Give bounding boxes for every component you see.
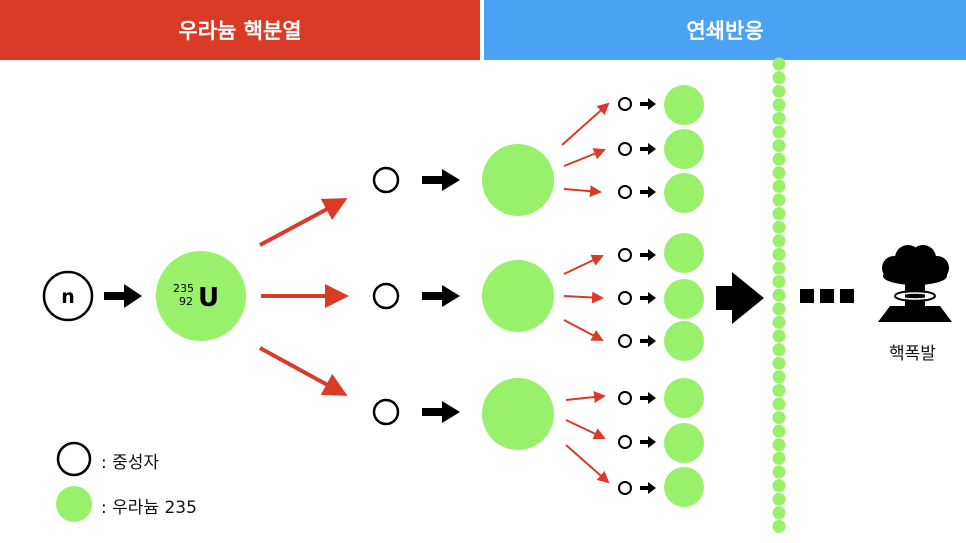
legend-neutron-icon	[56, 441, 92, 477]
chain-nucleus	[772, 506, 786, 520]
legend-neutron-label: : 중성자	[101, 453, 160, 473]
chain-nucleus	[772, 302, 786, 316]
chain-nucleus	[772, 71, 786, 85]
red-arrow-up	[259, 198, 348, 247]
chain-nucleus	[772, 207, 786, 221]
chain-nucleus	[772, 152, 786, 166]
chain-nucleus	[772, 111, 786, 125]
incoming-neutron	[42, 270, 94, 322]
chain-nucleus	[772, 247, 786, 261]
chain-nucleus	[772, 139, 786, 153]
chain-nucleus	[772, 356, 786, 370]
mushroom-cloud-icon	[878, 245, 952, 322]
chain-nucleus	[772, 438, 786, 452]
chain-nucleus	[772, 288, 786, 302]
chain-column	[772, 57, 786, 533]
chain-nucleus	[772, 424, 786, 438]
neutron	[372, 398, 400, 426]
chain-nucleus	[772, 261, 786, 275]
small-red-arrows	[561, 102, 610, 484]
chain-nucleus	[772, 220, 786, 234]
chain-nucleus	[772, 492, 786, 506]
chain-nucleus	[772, 84, 786, 98]
uranium-nucleus	[482, 378, 554, 450]
uranium-symbol: U	[198, 283, 219, 313]
chain-nucleus	[772, 315, 786, 329]
black-arrow	[422, 169, 460, 191]
chain-nucleus	[772, 125, 786, 139]
chain-nucleus	[772, 329, 786, 343]
uranium-nucleus	[482, 144, 554, 216]
legend-uranium-icon	[56, 486, 92, 522]
chain-nucleus	[772, 465, 786, 479]
uranium-nucleus	[482, 260, 554, 332]
uranium-nucleus	[156, 251, 246, 341]
chain-nucleus	[772, 397, 786, 411]
uranium-mass-number: 235	[173, 282, 194, 295]
header-chain-reaction: 연쇄반응	[484, 0, 966, 60]
chain-nucleus	[772, 451, 786, 465]
black-arrow	[422, 401, 460, 423]
uranium-atomic-number: 92	[179, 295, 193, 308]
chain-nucleus	[772, 411, 786, 425]
chain-nucleus	[772, 383, 786, 397]
chain-nucleus	[772, 370, 786, 384]
black-arrow	[422, 285, 460, 307]
chain-nucleus	[772, 179, 786, 193]
neutron	[372, 282, 400, 310]
neutron-symbol: n	[61, 286, 75, 308]
chain-nucleus	[772, 275, 786, 289]
chain-nucleus	[772, 343, 786, 357]
chain-nucleus	[772, 166, 786, 180]
chain-nucleus	[772, 479, 786, 493]
arrow-neutron-to-uranium	[104, 284, 142, 308]
ellipsis-squares	[800, 289, 854, 303]
generation-2	[618, 85, 704, 507]
chain-nucleus	[772, 234, 786, 248]
chain-nucleus	[772, 57, 786, 71]
header-fission: 우라늄 핵분열	[0, 0, 480, 60]
generation-1	[372, 144, 554, 450]
chain-nucleus	[772, 519, 786, 533]
header-fission-title: 우라늄 핵분열	[178, 19, 302, 43]
chain-nucleus	[772, 98, 786, 112]
legend-uranium-label: : 우라늄 235	[101, 498, 197, 518]
chain-nucleus	[772, 193, 786, 207]
big-black-arrow	[716, 272, 764, 324]
neutron	[372, 166, 400, 194]
red-arrow-down	[259, 346, 348, 396]
header-chain-title: 연쇄반응	[686, 19, 764, 43]
explosion-label: 핵폭발	[889, 344, 936, 364]
